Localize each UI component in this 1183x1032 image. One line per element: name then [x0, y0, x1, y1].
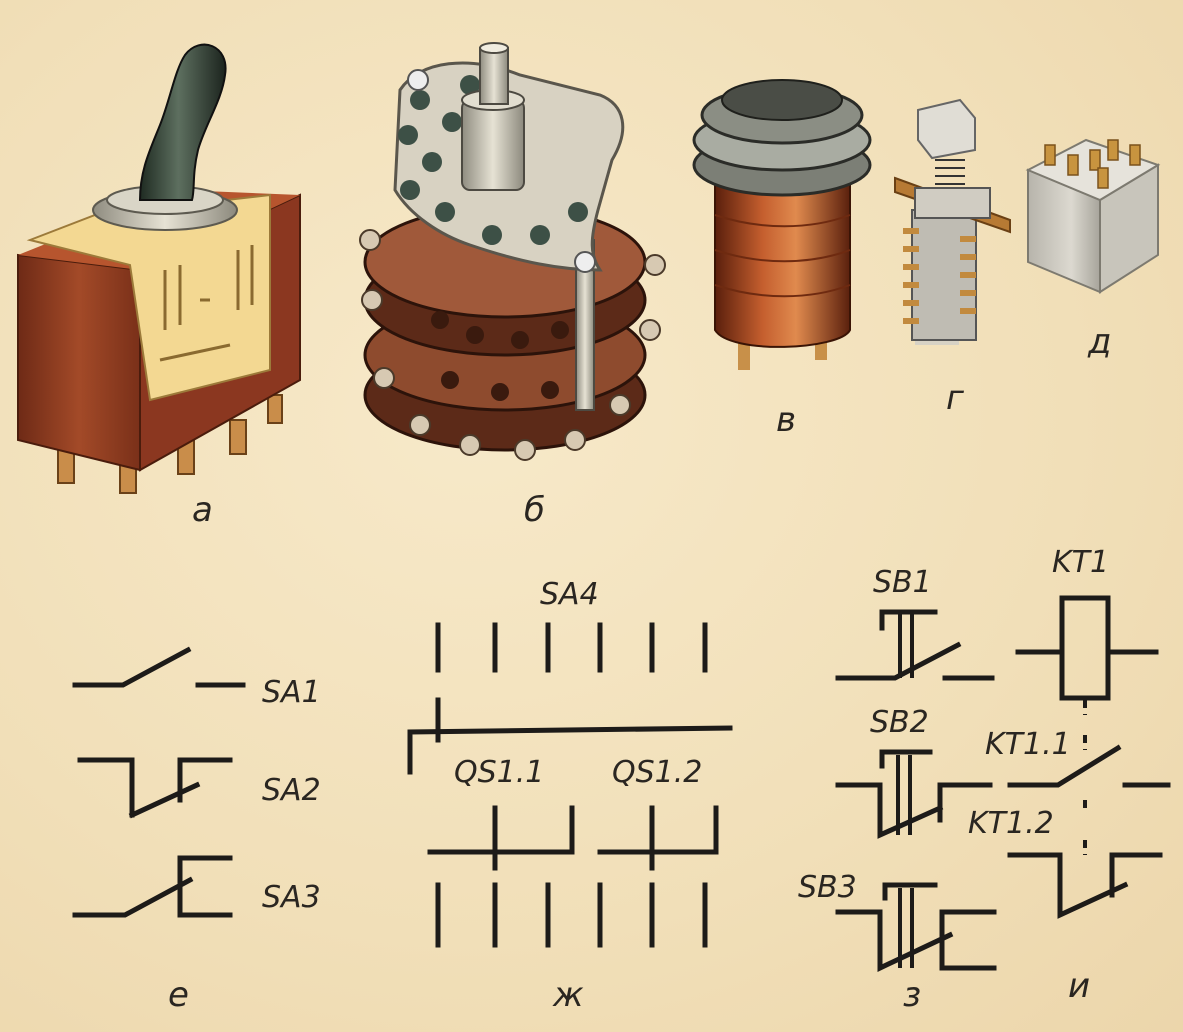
- label-sb1: SB1: [873, 565, 932, 600]
- schematic-z: [835, 609, 997, 972]
- push-button-illustration: [692, 79, 872, 370]
- label-kt1-2: KT1.2: [968, 806, 1054, 841]
- label-sb2: SB2: [870, 705, 929, 740]
- panel-label-i: и: [1068, 966, 1091, 1006]
- label-qs1-2: QS1.2: [612, 755, 703, 790]
- rotary-switch-illustration: [359, 42, 666, 461]
- panel-label-zh: ж: [553, 975, 584, 1015]
- microswitch-illustration: [894, 98, 1011, 345]
- panel-label-a: а: [192, 490, 213, 530]
- label-sb3: SB3: [798, 870, 857, 905]
- schematic-e: [72, 646, 246, 918]
- label-sa1: SA1: [262, 675, 321, 710]
- panel-label-e: е: [168, 975, 189, 1015]
- relay-illustration: [1025, 138, 1161, 294]
- label-sa2: SA2: [262, 773, 321, 808]
- schematic-i: [1007, 595, 1171, 919]
- label-kt1-1: KT1.1: [985, 727, 1071, 762]
- label-sa3: SA3: [262, 880, 321, 915]
- panel-label-g: г: [946, 378, 964, 418]
- panel-label-v: в: [776, 400, 797, 440]
- schematic-zh: [407, 622, 733, 948]
- panel-label-b: б: [524, 490, 545, 530]
- panel-label-d: д: [1088, 322, 1112, 362]
- panel-label-z: з: [903, 975, 922, 1015]
- label-qs1-1: QS1.1: [454, 755, 545, 790]
- label-sa4: SA4: [540, 577, 599, 612]
- toggle-switch-illustration: [17, 43, 301, 494]
- label-kt1: KT1: [1052, 545, 1110, 580]
